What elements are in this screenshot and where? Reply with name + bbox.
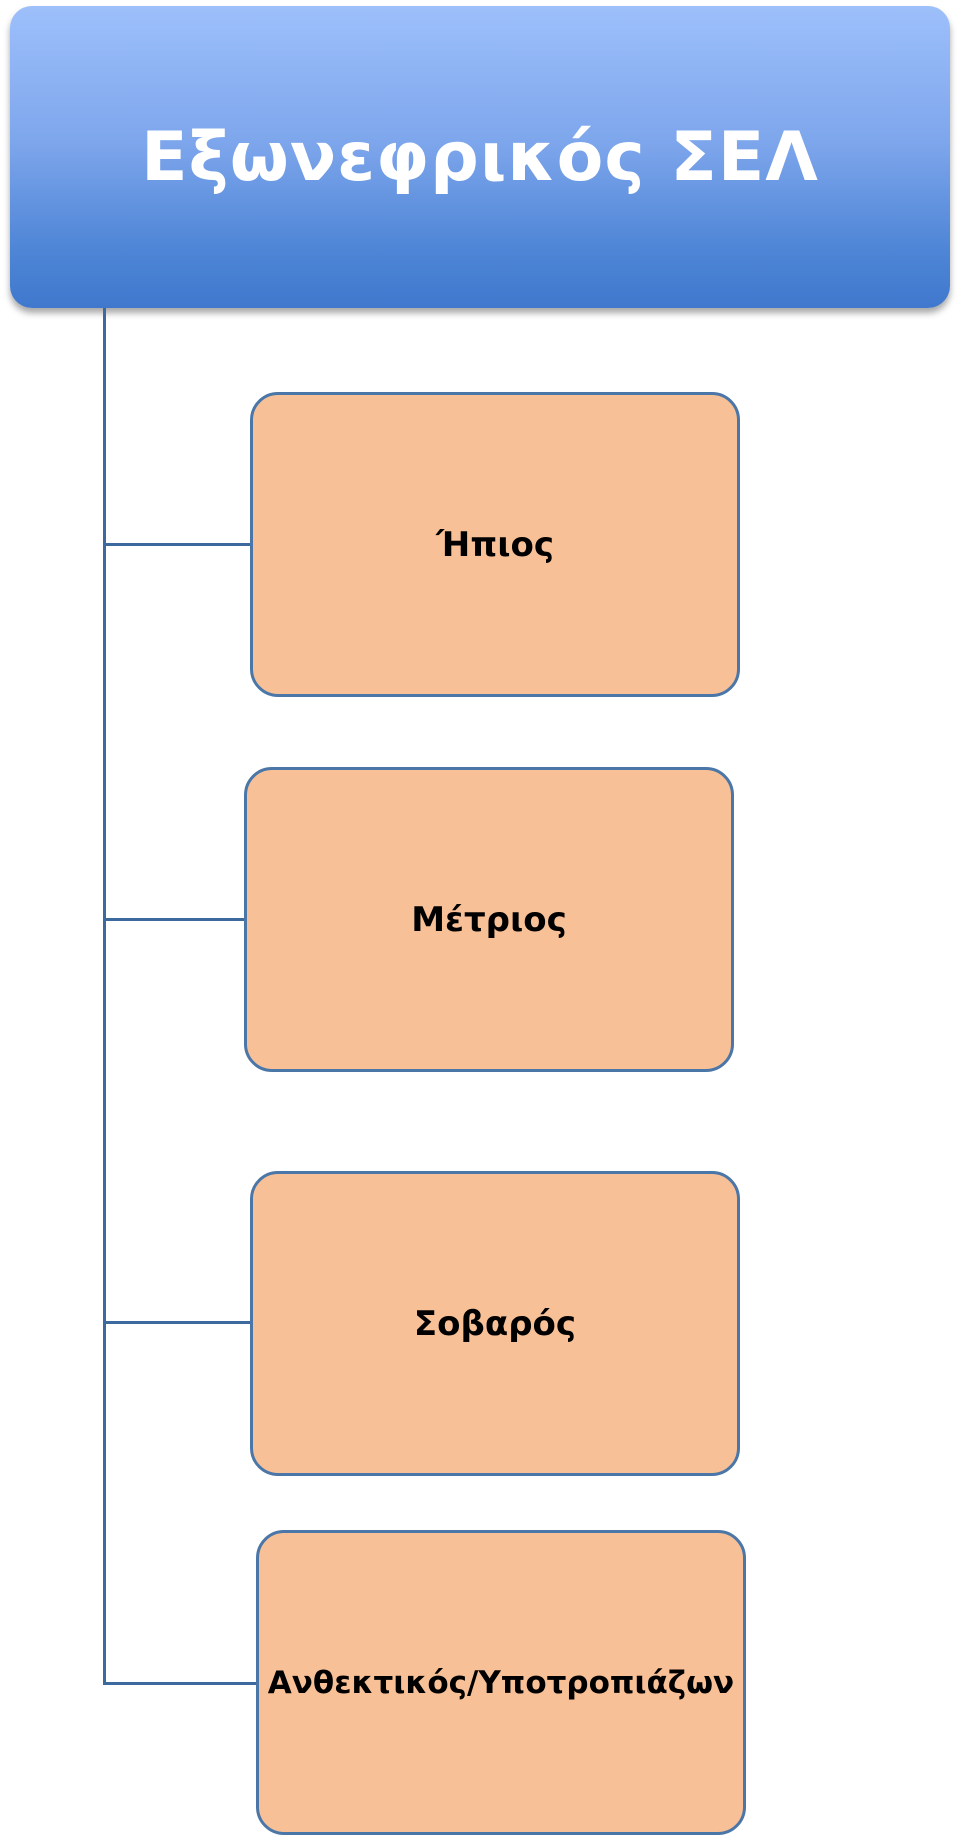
child-node-3: Σοβαρός [250,1171,740,1476]
root-node-label: Εξωνεφρικός ΣΕΛ [141,117,819,197]
child-node-2-label: Μέτριος [411,899,567,940]
root-node: Εξωνεφρικός ΣΕΛ [10,6,950,308]
child-node-4: Ανθεκτικός/Υποτροπιάζων [256,1530,746,1835]
child-node-4-label: Ανθεκτικός/Υποτροπιάζων [267,1664,735,1701]
connector-branch-2 [103,918,245,921]
connector-branch-4 [103,1682,257,1685]
child-node-1: Ήπιος [250,392,740,697]
connector-trunk [103,308,106,1684]
child-node-2: Μέτριος [244,767,734,1072]
connector-branch-3 [103,1321,251,1324]
child-node-1-label: Ήπιος [436,524,554,565]
connector-branch-1 [103,543,251,546]
child-node-3-label: Σοβαρός [413,1303,577,1344]
